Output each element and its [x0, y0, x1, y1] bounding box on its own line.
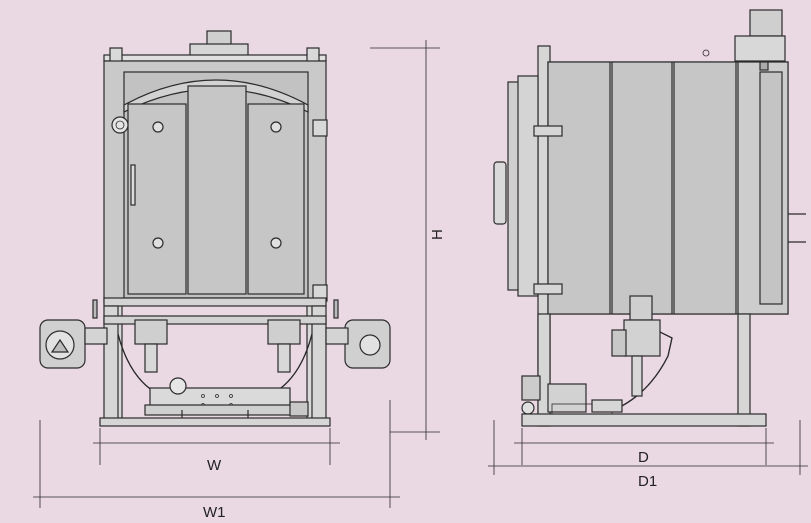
depth-label: D	[638, 449, 649, 466]
width-label: W	[207, 457, 222, 474]
overall-width-label: W1	[203, 504, 226, 521]
height-label: H	[429, 229, 446, 240]
side-view	[493, 9, 806, 427]
front-view	[39, 30, 391, 427]
overall-depth-label: D1	[638, 473, 658, 490]
side-dimension-lines	[488, 420, 808, 475]
front-dimension-lines	[33, 40, 440, 508]
